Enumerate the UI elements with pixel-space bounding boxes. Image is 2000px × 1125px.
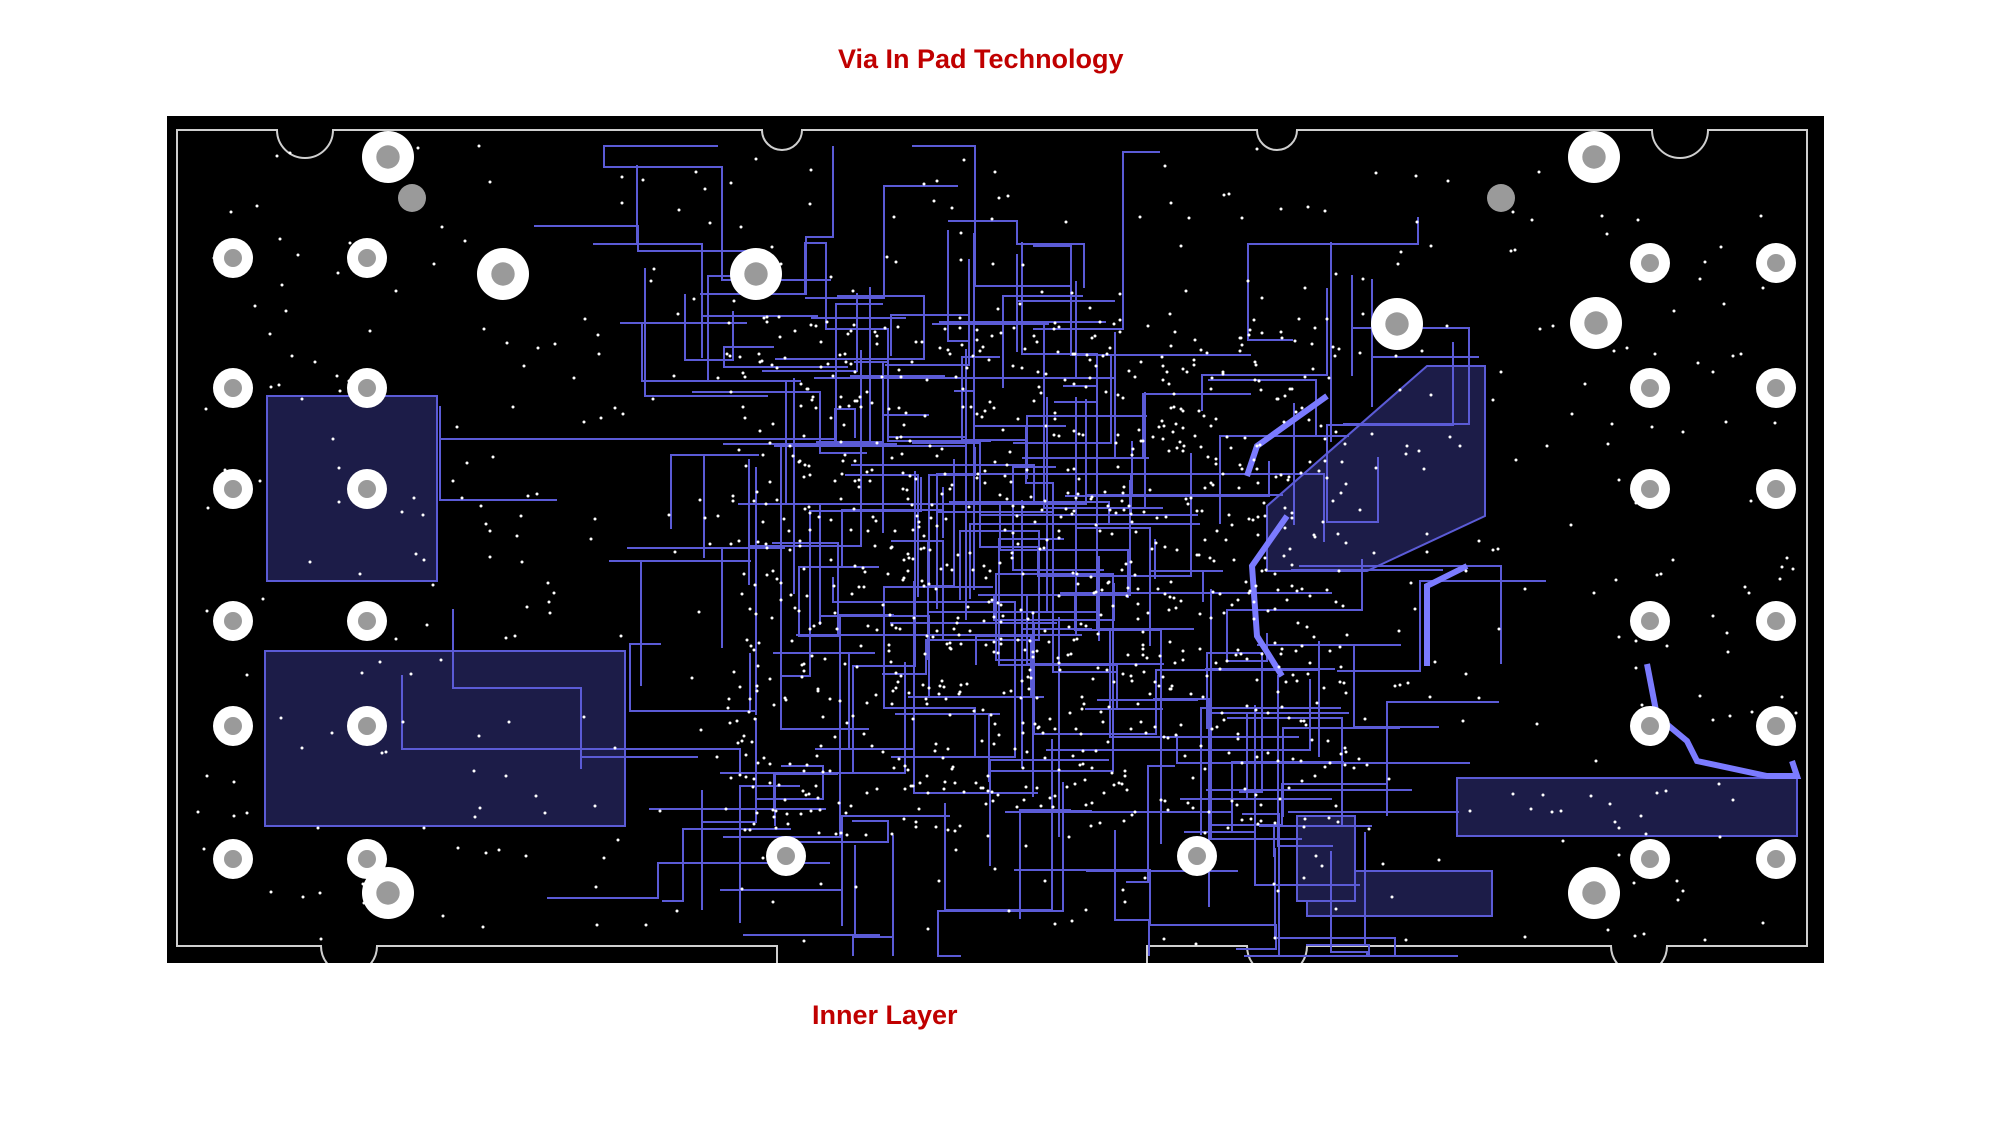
pad-drill-hole — [1767, 379, 1785, 397]
pad-drill-hole — [224, 379, 242, 397]
pad-drill-hole — [1385, 312, 1409, 336]
pad-drill-hole — [1582, 881, 1606, 905]
pad-drill-hole — [1641, 612, 1659, 630]
pad-drill-hole — [1767, 480, 1785, 498]
pad-drill-hole — [376, 145, 400, 169]
pad-drill-hole — [1767, 850, 1785, 868]
pad-drill-hole — [376, 881, 400, 905]
mounting-pads — [213, 131, 1796, 919]
pad-drill-hole — [1641, 717, 1659, 735]
pcb-layout-drawing — [176, 129, 1808, 963]
pad-drill-hole — [224, 249, 242, 267]
pad-drill-hole — [1582, 145, 1606, 169]
pad-drill-hole — [1188, 847, 1206, 865]
pad-drill-hole — [1584, 311, 1608, 335]
pad-drill-hole — [744, 262, 768, 286]
pad-drill-hole — [1641, 480, 1659, 498]
pad-drill-hole — [777, 847, 795, 865]
pad-drill-hole — [358, 379, 376, 397]
pad-drill-hole — [1641, 850, 1659, 868]
pcb-inner-layer-image — [167, 116, 1824, 963]
pad-drill-hole — [224, 717, 242, 735]
pad-drill-hole — [224, 850, 242, 868]
tooling-hole — [1487, 184, 1515, 212]
pad-drill-hole — [358, 850, 376, 868]
pad-drill-hole — [1641, 379, 1659, 397]
pad-drill-hole — [1767, 612, 1785, 630]
pad-drill-hole — [224, 612, 242, 630]
pad-drill-hole — [491, 262, 515, 286]
pad-drill-hole — [358, 612, 376, 630]
pad-drill-hole — [1767, 254, 1785, 272]
slide-title: Via In Pad Technology — [838, 44, 1124, 74]
pad-drill-hole — [224, 480, 242, 498]
pad-drill-hole — [1767, 717, 1785, 735]
pad-drill-hole — [358, 480, 376, 498]
signal-traces — [401, 145, 1546, 957]
pad-drill-hole — [358, 249, 376, 267]
pad-drill-hole — [358, 717, 376, 735]
copper-pour-zones — [264, 365, 1798, 917]
tooling-hole — [398, 184, 426, 212]
board-outline — [176, 129, 1808, 963]
layer-caption: Inner Layer — [812, 1000, 958, 1030]
pad-drill-hole — [1641, 254, 1659, 272]
